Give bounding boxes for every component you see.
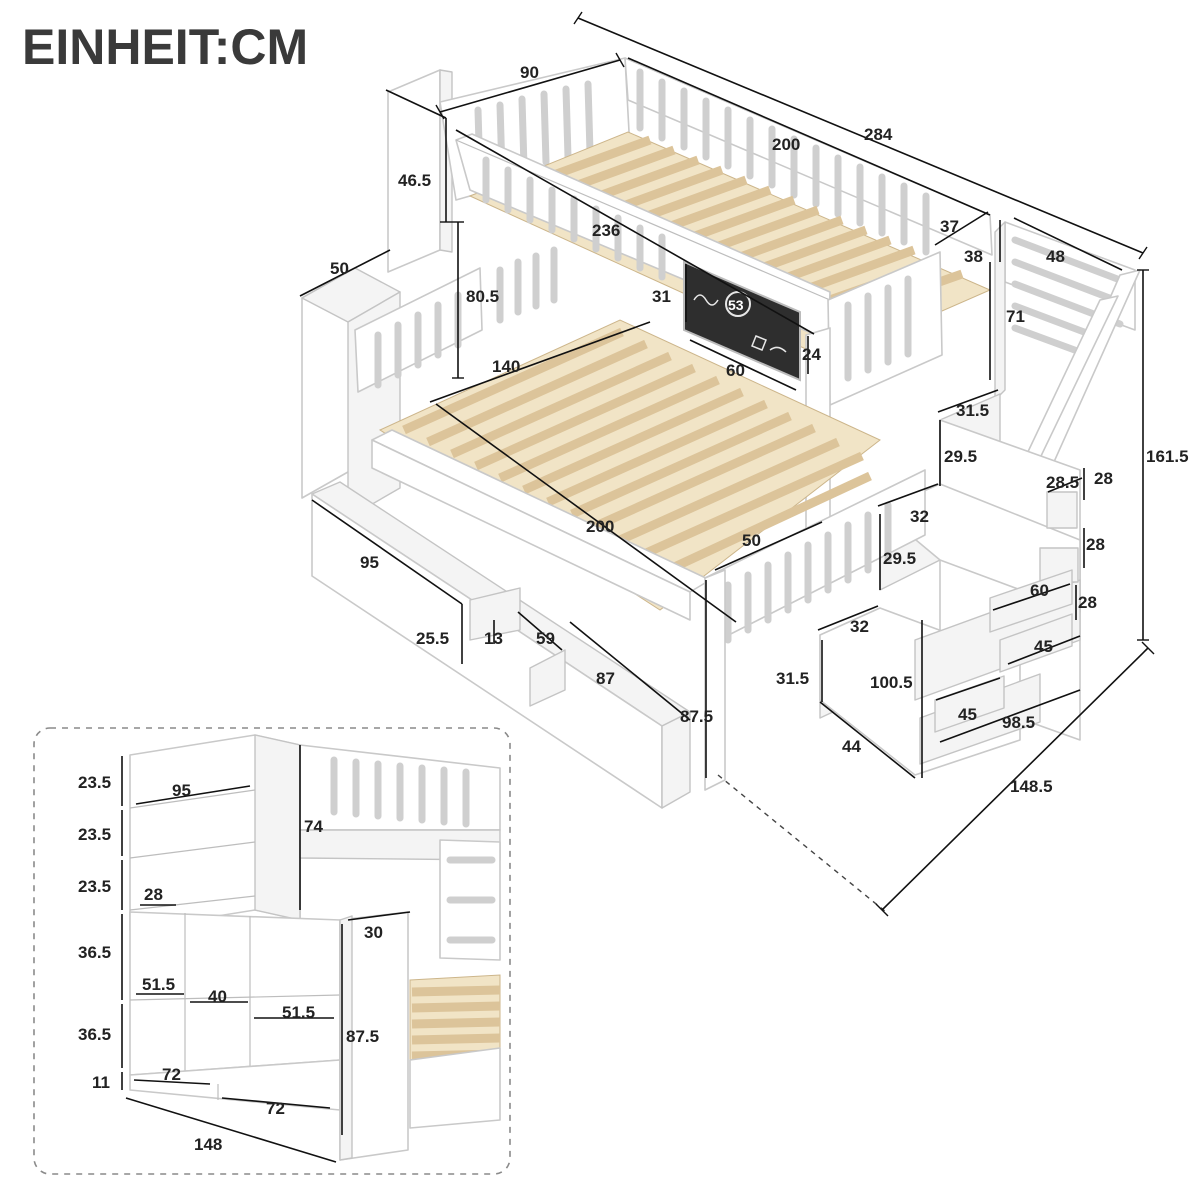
inset-shelf-2: 23.5 <box>78 825 111 844</box>
dim-upper-gap: 80.5 <box>466 287 499 306</box>
inset-shelf-1: 23.5 <box>78 773 111 792</box>
dim-drawer-height-3: 28 <box>1078 593 1097 612</box>
dim-ladder-gap-width: 37 <box>940 217 959 236</box>
inset-base-w-1: 72 <box>162 1065 181 1084</box>
dim-stair-drawer-inner: 45 <box>1034 637 1053 656</box>
dim-step-top-depth: 50 <box>330 259 349 278</box>
svg-text:53: 53 <box>728 297 744 313</box>
dim-board-lower: 24 <box>802 345 821 364</box>
dim-guard-length: 50 <box>742 531 761 550</box>
inset-total-depth: 148 <box>194 1135 222 1154</box>
inset-shelf-3: 23.5 <box>78 877 111 896</box>
inset-side-height: 74 <box>304 817 323 836</box>
dim-trundle-length: 87 <box>596 669 615 688</box>
dimension-labels-main: 90 284 200 46.5 236 37 48 50 38 31 80.5 … <box>330 63 1189 796</box>
dim-stair-length: 98.5 <box>1002 713 1035 732</box>
inset-side-depth: 30 <box>364 923 383 942</box>
dim-stair-depth: 44 <box>842 737 861 756</box>
inset-rail-slats <box>330 756 470 828</box>
dim-post-height: 87.5 <box>680 707 713 726</box>
inset-cube-w-1: 51.5 <box>142 975 175 994</box>
inset-shelf-width: 95 <box>172 781 191 800</box>
dim-ladder-height: 71 <box>1006 307 1025 326</box>
dim-board-height: 31 <box>652 287 671 306</box>
dim-handle-width: 59 <box>536 629 555 648</box>
inset-cube-height-1: 36.5 <box>78 943 111 962</box>
dim-top-width: 90 <box>520 63 539 82</box>
dim-top-rail-height: 46.5 <box>398 171 431 190</box>
chalkboard-panel: 53 <box>683 260 801 382</box>
dim-handle-height: 13 <box>484 629 503 648</box>
dim-stair-step-width-3: 32 <box>850 617 869 636</box>
inset-base-w-2: 72 <box>266 1099 285 1118</box>
dim-stair-step-height-2: 29.5 <box>883 549 916 568</box>
dim-stair-top-width: 48 <box>1046 247 1065 266</box>
dim-drawer-height-2: 28 <box>1086 535 1105 554</box>
lower-bed <box>354 246 926 791</box>
dim-total-height: 161.5 <box>1146 447 1189 466</box>
inset-cube-w-2: 40 <box>208 987 227 1006</box>
dim-lower-width: 140 <box>492 357 520 376</box>
trundle-drawer <box>311 481 691 809</box>
dim-ladder-rail-height: 38 <box>964 247 983 266</box>
inset-cube-w-3: 51.5 <box>282 1003 315 1022</box>
dim-side-length: 236 <box>592 221 620 240</box>
upper-foot-slats <box>844 275 912 382</box>
lower-foot-slats <box>724 501 892 644</box>
inset-base-height: 11 <box>92 1073 110 1092</box>
bunk-bed-illustration: 53 <box>301 57 1141 913</box>
dim-stair-step-width-2: 32 <box>910 507 929 526</box>
inset-post: 87.5 <box>346 1027 379 1046</box>
dim-stair-bottom-height: 31.5 <box>776 669 809 688</box>
dim-stair-drawer-bottom: 45 <box>958 705 977 724</box>
dim-top-bed-length: 200 <box>772 135 800 154</box>
dim-lower-bed-length: 200 <box>586 517 614 536</box>
dim-drawer-inner: 60 <box>1030 581 1049 600</box>
unit-title: EINHEIT:CM <box>22 19 308 75</box>
dim-total-length: 284 <box>864 125 893 144</box>
dim-drawer-height-1: 28 <box>1094 469 1113 488</box>
dim-board-width: 60 <box>726 361 745 380</box>
inset-shelf-inner: 28 <box>144 885 163 904</box>
inset-cube-height-2: 36.5 <box>78 1025 111 1044</box>
stair-unit <box>819 393 1081 776</box>
dim-drawer-front-height: 25.5 <box>416 629 449 648</box>
dim-stair-step-depth: 31.5 <box>956 401 989 420</box>
dim-drawer-width-top: 28.5 <box>1046 473 1079 492</box>
dim-stair-base-height: 100.5 <box>870 673 913 692</box>
dim-stair-step-height-1: 29.5 <box>944 447 977 466</box>
dim-trundle-width: 95 <box>360 553 379 572</box>
dimension-lines-main <box>299 11 1155 917</box>
inset-panel: 23.5 95 23.5 74 23.5 28 30 36.5 51.5 40 … <box>33 727 511 1175</box>
inset-shelving <box>129 734 409 1161</box>
dim-total-width: 148.5 <box>1010 777 1053 796</box>
upper-back-slats <box>636 68 930 256</box>
lower-head-slats <box>374 246 558 389</box>
